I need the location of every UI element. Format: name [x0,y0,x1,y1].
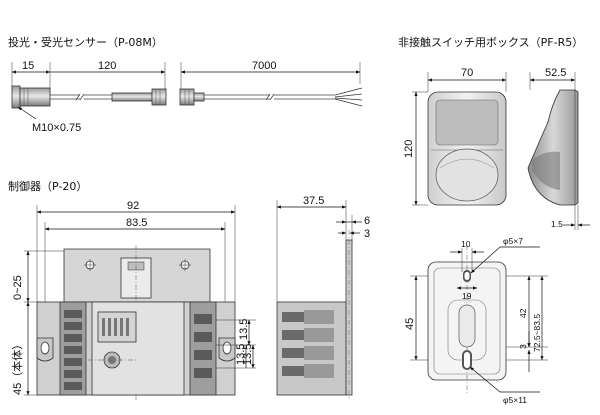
dim-6-label: 6 [364,215,370,227]
thread-label: M10×0.75 [32,122,81,134]
connector-female [179,88,195,106]
dim-0-25-label: 0~25 [12,275,24,300]
dim-45-body-label: 45（本体） [10,339,24,395]
dim-13-5b-label: 13.5 [242,344,254,365]
box-window [435,148,499,202]
dim-83-5-label: 83.5 [126,217,147,229]
sensor-lens [11,85,21,109]
dim-42-label: 42 [518,308,528,318]
dim-120-label: 120 [98,60,116,72]
dim-3-box-label: 3 [518,344,528,349]
dim-3-label: 3 [364,228,370,240]
dim-19-label: 19 [462,291,472,301]
dim-7000-label: 7000 [252,60,276,72]
hole-bottom-label: φ5×11 [503,395,527,405]
dim-92-label: 92 [127,200,139,212]
controller-title: 制御器（P-20） [8,179,87,193]
dim-10-label: 10 [461,239,471,249]
dim-120-box-label: 120 [403,140,415,158]
dim-13-5c-label: 13.5 [235,344,247,365]
dim-45-label: 45 [404,318,416,330]
box-title: 非接触スイッチ用ボックス（PF-R5） [398,35,583,49]
dim-52-5-label: 52.5 [545,67,566,79]
controller-section: 制御器（P-20） 92 83.5 0~25 45（本体） [8,179,370,400]
box-section: 非接触スイッチ用ボックス（PF-R5） 70 120 52.5 1.5 [398,35,590,405]
dim-13-5a-label: 13.5 [238,319,250,340]
connector-male [151,88,167,106]
dim-1-5-label: 1.5 [551,219,563,229]
sensor-body [19,87,51,107]
dim-72-5-label: 72.5~83.5 [532,314,542,352]
sensor-section: 投光・受光センサー（P-08M） 15 120 7000 [8,35,363,134]
hole-top-label: φ5×7 [503,236,523,246]
dim-37-5-label: 37.5 [303,195,324,207]
dim-15-label: 15 [22,60,34,72]
sensor-title: 投光・受光センサー（P-08M） [8,35,163,49]
dim-70-label: 70 [461,67,473,79]
